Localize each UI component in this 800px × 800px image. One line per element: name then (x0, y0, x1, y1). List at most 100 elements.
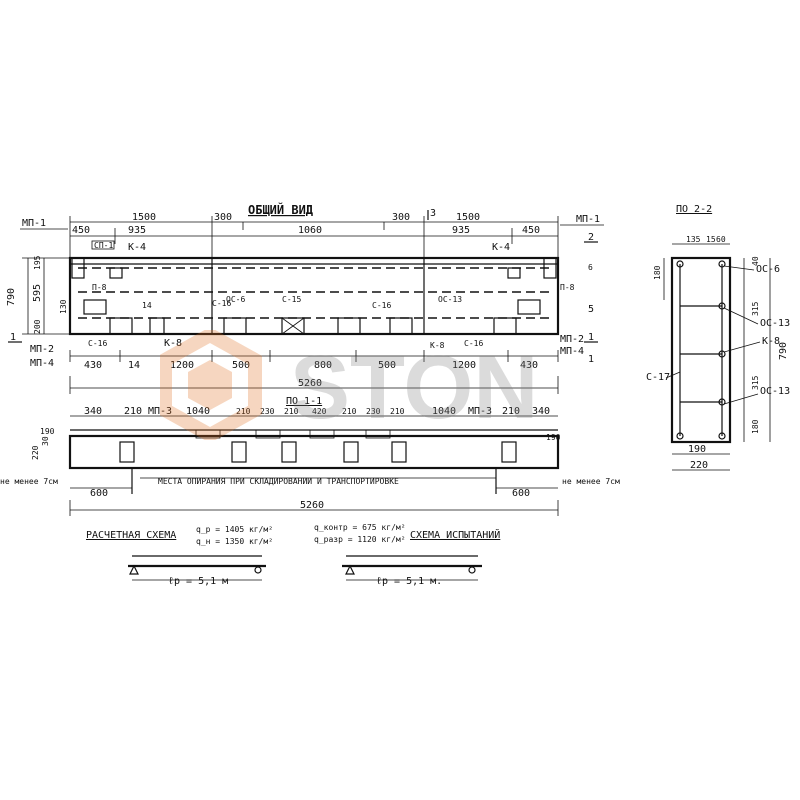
dim-200-left: 200 (33, 319, 42, 334)
side-label-k8: К-8 (762, 336, 780, 347)
dim-500-left: 500 (232, 360, 250, 371)
sec-dim-340-right: 340 (532, 406, 550, 417)
label-k4-right: К-4 (492, 242, 510, 253)
dim-1060: 1060 (298, 225, 322, 236)
label-mp1-right: МП-1 (576, 214, 600, 225)
section-mark-5: 5 (588, 304, 594, 315)
calc-q-n: q_н = 1350 кг/м² (196, 537, 273, 546)
dim-130-left: 130 (59, 299, 68, 314)
dim-430-left: 430 (84, 360, 102, 371)
dim-430-right: 430 (520, 360, 538, 371)
dim-595-left: 595 (32, 284, 43, 302)
sec-dim-210-f: 210 (502, 406, 520, 417)
label-k8-bottom: К-8 (164, 338, 182, 349)
sec-dim-210-b: 210 (236, 407, 251, 416)
dim-300-left: 300 (214, 212, 232, 223)
side-dim-315-a: 315 (751, 301, 760, 316)
label-p8-left: П-8 (92, 283, 107, 292)
dim-overall-5260-bottom: 5260 (300, 500, 324, 511)
label-mp4-right: МП-4 (560, 346, 584, 357)
label-c16-a: С-16 (212, 299, 231, 308)
calc-scheme: РАСЧЕТНАЯ СХЕМА q_р = 1405 кг/м² q_н = 1… (86, 525, 273, 587)
dim-1500-left: 1500 (132, 212, 156, 223)
sec-dim-190-left: 190 (40, 427, 55, 436)
label-oc6: ОС-6 (226, 295, 245, 304)
dim-500-right: 500 (378, 360, 396, 371)
label-p8-right: П-8 (560, 283, 575, 292)
dim-450-left: 450 (72, 225, 90, 236)
label-mp2-left: МП-2 (30, 344, 54, 355)
section-2-2-title: ПО 2-2 (676, 204, 712, 215)
dim-450-right: 450 (522, 225, 540, 236)
test-q-break: q_разр = 1120 кг/м² (314, 535, 406, 544)
side-dim-180-left: 180 (653, 265, 662, 280)
dim-1500-right: 1500 (456, 212, 480, 223)
calc-scheme-label: РАСЧЕТНАЯ СХЕМА (86, 530, 176, 541)
sec-dim-210-a: 210 (124, 406, 142, 417)
side-label-oc13-b: ОС-13 (760, 386, 790, 397)
side-label-c17: С-17 (646, 372, 670, 383)
side-dim-220: 220 (690, 460, 708, 471)
side-dim-135: 135 (686, 235, 701, 244)
dim-300-right: 300 (392, 212, 410, 223)
dim-935-left: 935 (128, 225, 146, 236)
label-k4-left: К-4 (128, 242, 146, 253)
label-14: 14 (142, 301, 152, 310)
sec-dim-210-e: 210 (390, 407, 405, 416)
label-mp4-left: МП-4 (30, 358, 54, 369)
side-dim-40: 40 (751, 256, 760, 266)
label-c16-bottom-left: С-16 (88, 339, 107, 348)
section-mark-2-top: 2 (588, 232, 594, 243)
label-c16-bottom-right: С-16 (464, 339, 483, 348)
sec-dim-230-a: 230 (260, 407, 275, 416)
section-mark-1-right: 1 (588, 332, 594, 343)
section-mark-1-low: 1 (588, 354, 594, 365)
dim-935-right: 935 (452, 225, 470, 236)
test-span: ℓр = 5,1 м. (376, 576, 442, 587)
section-mark-1-left: 1 (10, 332, 16, 343)
section-1-1: ПО 1-1 340 210 1040 210 230 210 420 210 … (0, 396, 620, 516)
dim-800: 800 (314, 360, 332, 371)
side-label-oc13-a: ОС-13 (760, 318, 790, 329)
side-dim-315-b: 315 (751, 375, 760, 390)
label-c15-a: С-15 (282, 295, 301, 304)
label-oc13-main: ОС-13 (438, 295, 462, 304)
label-c16-b: С-16 (372, 301, 391, 310)
label-cp1: СП-1 (94, 241, 113, 250)
label-mp2-right: МП-2 (560, 334, 584, 345)
support-note: МЕСТА ОПИРАНИЯ ПРИ СКЛАДИРОВАНИИ И ТРАНС… (158, 477, 399, 486)
side-dim-15: 15 (706, 235, 716, 244)
test-scheme: q_контр = 675 кг/м² q_разр = 1120 кг/м² … (314, 523, 500, 587)
calc-q-r: q_р = 1405 кг/м² (196, 525, 273, 534)
sec-dim-220: 220 (31, 445, 40, 460)
sec-dim-420: 420 (312, 407, 327, 416)
section-1-1-title: ПО 1-1 (286, 396, 322, 407)
test-scheme-label: СХЕМА ИСПЫТАНИЙ (410, 528, 500, 541)
sec-dim-30: 30 (41, 436, 50, 446)
sec-dim-340-left: 340 (84, 406, 102, 417)
support-600-left: 600 (90, 488, 108, 499)
sec-label-mp3-right: МП-3 (468, 406, 492, 417)
sec-dim-1040-right: 1040 (432, 406, 456, 417)
sec-dim-190-right: 190 (546, 433, 561, 442)
dim-1200-left: 1200 (170, 360, 194, 371)
test-q-control: q_контр = 675 кг/м² (314, 523, 406, 532)
dim-1200-right: 1200 (452, 360, 476, 371)
side-label-oc6: ОС-6 (756, 264, 780, 275)
label-k8-bottom-right: К-8 (430, 341, 445, 350)
label-mp1-left: МП-1 (22, 218, 46, 229)
side-dim-60: 60 (716, 235, 726, 244)
not-less-left: не менее 7см (0, 477, 58, 486)
dim-overall-5260-top: 5260 (298, 378, 322, 389)
support-600-right: 600 (512, 488, 530, 499)
section-mark-3: 3 (430, 208, 436, 219)
side-dim-790: 790 (778, 342, 789, 360)
dim-195-left: 195 (33, 255, 42, 270)
section-2-2: ПО 2-2 135 15 60 40 315 315 180 790 180 … (646, 204, 790, 471)
side-dim-190: 190 (688, 444, 706, 455)
sec-dim-1040-left: 1040 (186, 406, 210, 417)
main-elevation: 450 935 1500 300 1060 300 1500 935 450 3… (6, 208, 604, 394)
section-mark-6: 6 (588, 263, 593, 272)
sec-label-mp3-left: МП-3 (148, 406, 172, 417)
